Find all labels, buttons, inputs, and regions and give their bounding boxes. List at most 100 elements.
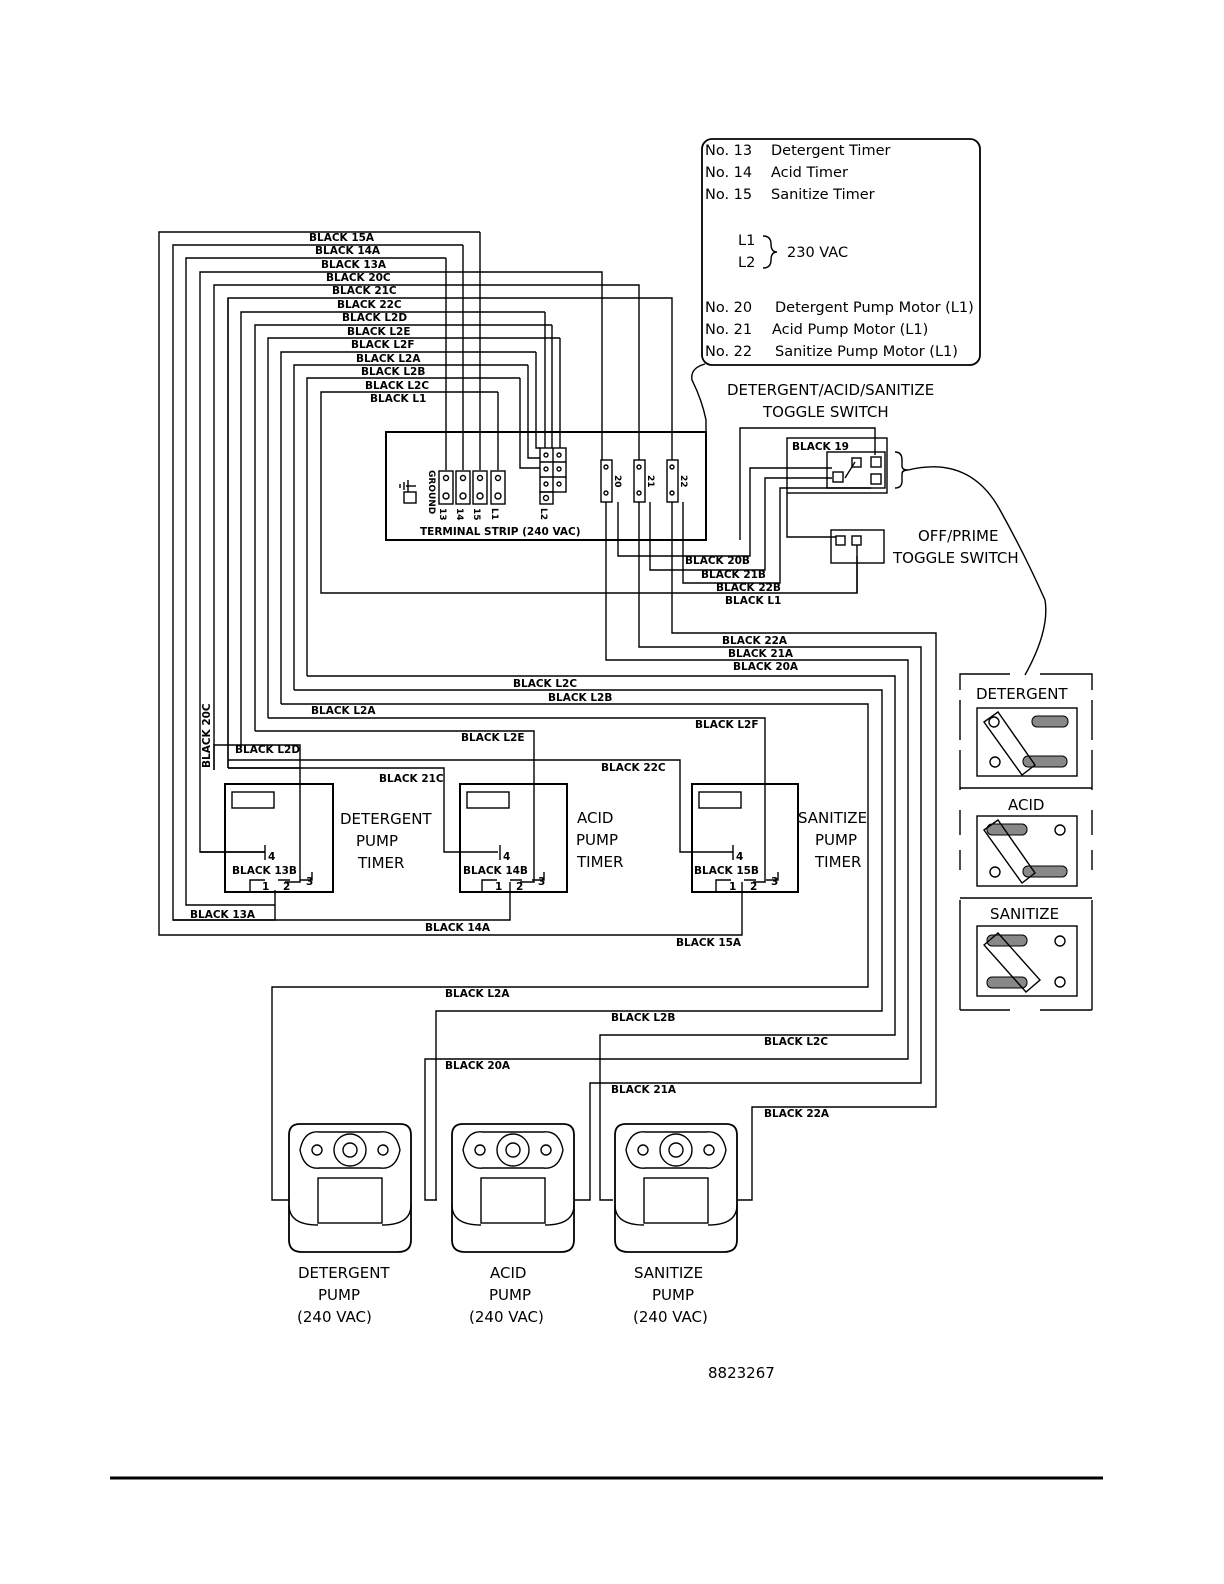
wire-label-22c: BLACK 22C — [337, 299, 402, 311]
wire-label-19: BLACK 19 — [792, 441, 849, 453]
wire-label-15a: BLACK 15A — [309, 232, 375, 244]
timer-sanitize-title-2: PUMP — [815, 831, 857, 849]
timer-sanitize-title-1: SANITIZE — [798, 809, 867, 827]
wire-label-l2a: BLACK L2A — [356, 353, 421, 365]
timer-pin-4: 4 — [736, 851, 743, 863]
timer-acid-title-3: TIMER — [576, 853, 623, 871]
timer-pin-4: 4 — [503, 851, 510, 863]
wire-label-l2c: BLACK L2C — [365, 380, 429, 392]
pump-detergent-label-1: DETERGENT — [298, 1264, 390, 1282]
wire-label-15a-bottom: BLACK 15A — [676, 937, 742, 949]
timer-pin-3: 3 — [771, 876, 778, 888]
wire-label-l2c-mid: BLACK L2C — [513, 678, 577, 690]
wire-label-13a-bottom: BLACK 13A — [190, 909, 256, 921]
wire-label-21c-mid: BLACK 21C — [379, 773, 444, 785]
pump-wire-labels: BLACK L2A BLACK L2B BLACK L2C BLACK 20A … — [445, 988, 830, 1120]
terminal-strip-label: TERMINAL STRIP (240 VAC) — [420, 526, 581, 538]
off-prime-title-1: OFF/PRIME — [918, 527, 998, 545]
timer-acid-wire: BLACK 14B — [463, 865, 528, 877]
timer-pin-2: 2 — [283, 881, 290, 893]
timer-pin-3: 3 — [538, 876, 545, 888]
timer-pin-2: 2 — [516, 881, 523, 893]
terminal-13-label: 13 — [437, 508, 447, 521]
wire-label-20a-top: BLACK 20A — [733, 661, 799, 673]
legend-timer-no-15: No. 15 — [705, 187, 752, 203]
off-prime-title-2: TOGGLE SWITCH — [892, 549, 1019, 567]
wire-label-21b: BLACK 21B — [701, 569, 766, 581]
timer-detergent-title-2: PUMP — [356, 832, 398, 850]
selector-acid-label: ACID — [1008, 796, 1044, 814]
legend-motor-no-20: No. 20 — [705, 300, 752, 316]
timer-detergent: 4 BLACK 13B 1 2 3 DETERGENT PUMP TIMER — [200, 783, 432, 893]
selector-leader — [907, 466, 1047, 676]
wire-label-21a-top: BLACK 21A — [728, 648, 794, 660]
pump-detergent: DETERGENT PUMP (240 VAC) — [288, 1123, 412, 1326]
terminal-21-label: 21 — [645, 475, 655, 488]
pump-acid-label-2: PUMP — [489, 1286, 531, 1304]
timer-acid-title-2: PUMP — [576, 831, 618, 849]
timer-pin-2: 2 — [750, 881, 757, 893]
wire-label-21a-pump: BLACK 21A — [611, 1084, 677, 1096]
wire-label-20c-vertical: BLACK 20C — [201, 703, 213, 768]
legend-timer-no-13: No. 13 — [705, 143, 752, 159]
wire-label-20a-pump: BLACK 20A — [445, 1060, 511, 1072]
wire-label-22a-pump: BLACK 22A — [764, 1108, 830, 1120]
wire-label-l2d-mid: BLACK L2D — [235, 744, 300, 756]
legend-voltage: 230 VAC — [787, 245, 848, 261]
timer-detergent-title-1: DETERGENT — [340, 810, 432, 828]
legend-motor-desc-20: Detergent Pump Motor (L1) — [775, 300, 974, 316]
terminal-14-label: 14 — [454, 508, 464, 521]
wire-label-l2d: BLACK L2D — [342, 312, 407, 324]
pump-detergent-label-2: PUMP — [318, 1286, 360, 1304]
wire-label-l2e-mid: BLACK L2E — [461, 732, 525, 744]
timer-detergent-title-3: TIMER — [357, 854, 404, 872]
legend-motor-desc-22: Sanitize Pump Motor (L1) — [775, 344, 958, 360]
wire-label-14a-bottom: BLACK 14A — [425, 922, 491, 934]
motor-wires: BLACK 22A BLACK 21A BLACK 20A — [424, 502, 937, 1201]
legend-timer-desc-14: Acid Timer — [771, 165, 848, 181]
selector-detergent-label: DETERGENT — [976, 685, 1068, 703]
wire-label-21c: BLACK 21C — [332, 285, 397, 297]
part-number: 8823267 — [708, 1364, 775, 1382]
pump-acid-label-1: ACID — [490, 1264, 526, 1282]
legend-motor-no-21: No. 21 — [705, 322, 752, 338]
wire-label-l2c-pump: BLACK L2C — [764, 1036, 828, 1048]
terminal-22-label: 22 — [678, 475, 688, 488]
selector-panel: DETERGENT ACID SANITIZE — [959, 673, 1093, 1011]
wire-label-l2e: BLACK L2E — [347, 326, 411, 338]
pump-sanitize-label-3: (240 VAC) — [633, 1308, 708, 1326]
timer-acid-title-1: ACID — [577, 809, 613, 827]
terminal-l2-label: L2 — [538, 508, 548, 520]
wire-label-l1-switch: BLACK L1 — [725, 595, 781, 607]
pump-acid: ACID PUMP (240 VAC) — [451, 1123, 575, 1326]
timer-sanitize-wire: BLACK 15B — [694, 865, 759, 877]
ground-icon — [399, 480, 417, 504]
terminal-20-label: 20 — [612, 475, 622, 488]
terminal-15-label: 15 — [471, 508, 481, 521]
toggle-switch-title-1: DETERGENT/ACID/SANITIZE — [727, 381, 934, 399]
legend-l1: L1 — [738, 233, 755, 249]
terminal-l1-label: L1 — [489, 508, 499, 520]
toggle-switch-title-2: TOGGLE SWITCH — [762, 403, 889, 421]
wire-label-l2f-mid: BLACK L2F — [695, 719, 759, 731]
wire-label-l2f: BLACK L2F — [351, 339, 415, 351]
wire-label-l2b-pump: BLACK L2B — [611, 1012, 675, 1024]
timer-sanitize: 4 BLACK 15B 1 2 3 SANITIZE PUMP TIMER — [691, 783, 867, 893]
pump-sanitize-label-2: PUMP — [652, 1286, 694, 1304]
wire-label-l2b: BLACK L2B — [361, 366, 425, 378]
legend-timer-no-14: No. 14 — [705, 165, 752, 181]
wire-label-l2a-mid: BLACK L2A — [311, 705, 376, 717]
wire-label-14a: BLACK 14A — [315, 245, 381, 257]
wire-label-22a-top: BLACK 22A — [722, 635, 788, 647]
wire-label-20c: BLACK 20C — [326, 272, 391, 284]
timer-pin-1: 1 — [729, 881, 736, 893]
timer-pin-4: 4 — [268, 851, 275, 863]
legend-l2: L2 — [738, 255, 755, 271]
l2-wires: BLACK L2C BLACK L2B BLACK L2A BLACK 20C … — [201, 298, 896, 1201]
legend-timer-desc-13: Detergent Timer — [771, 143, 890, 159]
toggle-switch-group: DETERGENT/ACID/SANITIZE TOGGLE SWITCH BL… — [617, 381, 1047, 676]
pump-sanitize: SANITIZE PUMP (240 VAC) — [614, 1123, 738, 1326]
wire-label-l2b-mid: BLACK L2B — [548, 692, 612, 704]
selector-sanitize-label: SANITIZE — [990, 905, 1059, 923]
